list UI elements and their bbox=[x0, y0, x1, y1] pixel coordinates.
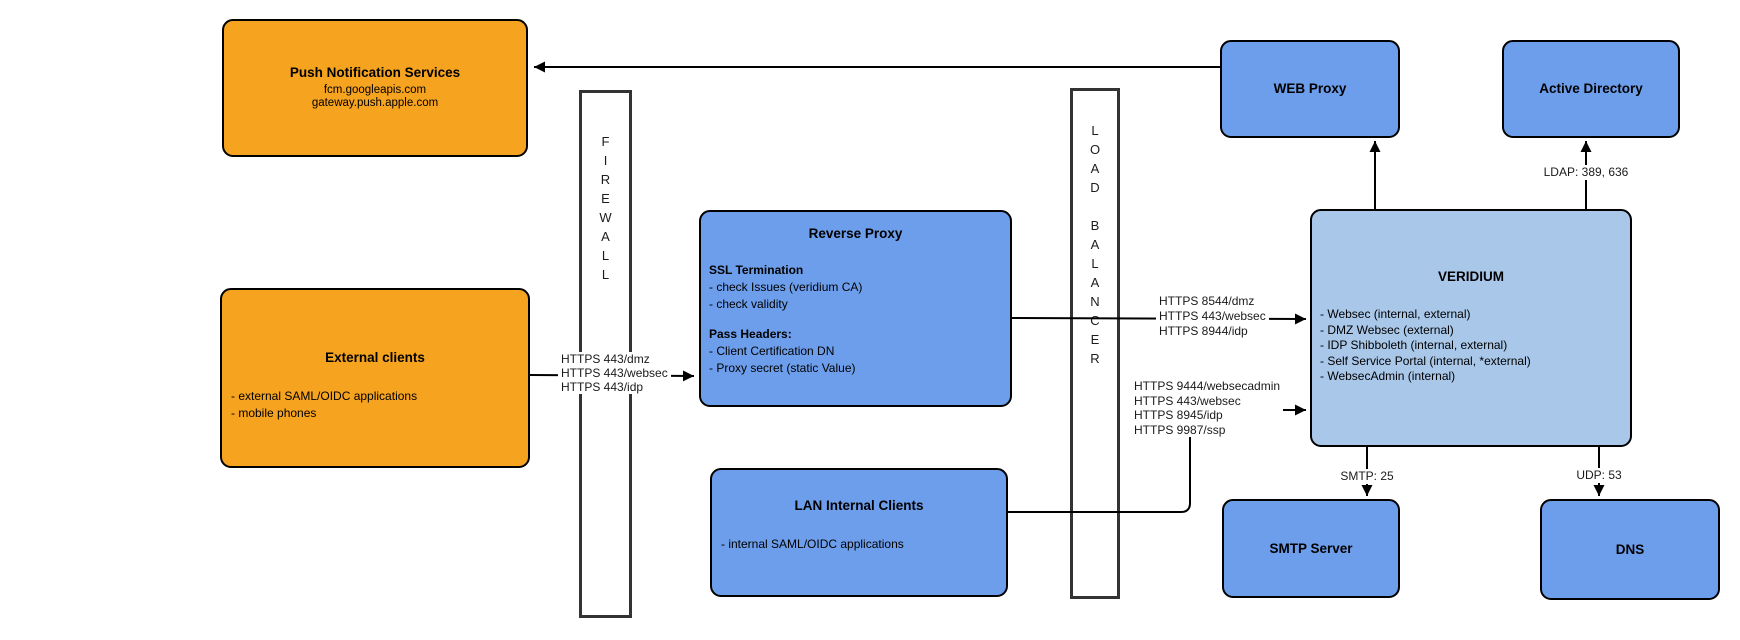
label-external-to-reverseproxy-ports: HTTPS 443/dmz HTTPS 443/websec HTTPS 443… bbox=[558, 352, 671, 394]
reverse-proxy-ssl-item: - check Issues (veridium CA) bbox=[709, 280, 863, 294]
veridium-title: VERIDIUM bbox=[1437, 269, 1504, 284]
port-label-line: HTTPS 443/idp bbox=[561, 380, 644, 394]
reverse-proxy-ssl-item: - check validity bbox=[709, 297, 788, 311]
veridium-service-item: - IDP Shibboleth (internal, external) bbox=[1320, 338, 1508, 352]
dns-title: DNS bbox=[1615, 541, 1645, 557]
port-label-line: HTTPS 443/websec bbox=[1134, 393, 1241, 408]
reverse-proxy-title: Reverse Proxy bbox=[808, 226, 903, 241]
push-node-title: Push Notification Services bbox=[289, 65, 461, 80]
label-lan-to-veridium-ports: HTTPS 9444/websecadmin HTTPS 443/websec … bbox=[1131, 379, 1284, 437]
veridium-services-list: - Websec (internal, external) - DMZ Webs… bbox=[1312, 307, 1630, 385]
label-reverseproxy-to-veridium-ports: HTTPS 8544/dmz HTTPS 443/websec HTTPS 89… bbox=[1156, 294, 1269, 339]
firewall-label: F I R E W A L L bbox=[599, 134, 612, 282]
push-host-apple: gateway.push.apple.com bbox=[311, 97, 439, 109]
load-balancer-label: L O A D B A L A N C E R bbox=[1089, 123, 1101, 366]
port-label-line: HTTPS 9987/ssp bbox=[1134, 422, 1226, 437]
reverse-proxy-headers-heading: Pass Headers: bbox=[709, 327, 792, 341]
port-label-line: HTTPS 8544/dmz bbox=[1159, 294, 1255, 308]
label-udp-port: UDP: 53 bbox=[1573, 468, 1625, 483]
node-web-proxy: WEB Proxy bbox=[1220, 40, 1400, 138]
reverse-proxy-headers-item: - Proxy secret (static Value) bbox=[709, 361, 856, 375]
node-lan-internal-clients: LAN Internal Clients - internal SAML/OID… bbox=[710, 468, 1008, 597]
port-label-line: HTTPS 9444/websecadmin bbox=[1134, 379, 1281, 393]
port-label-line: HTTPS 443/websec bbox=[561, 366, 668, 380]
veridium-service-item: - Websec (internal, external) bbox=[1320, 307, 1471, 321]
smtp-label-text: SMTP: 25 bbox=[1340, 469, 1394, 483]
port-label-line: HTTPS 8944/idp bbox=[1159, 324, 1248, 338]
veridium-service-item: - WebsecAdmin (internal) bbox=[1320, 369, 1456, 383]
veridium-service-item: - Self Service Portal (internal, *extern… bbox=[1320, 353, 1531, 368]
port-label-line: HTTPS 443/websec bbox=[1159, 309, 1266, 323]
lan-clients-item: - internal SAML/OIDC applications bbox=[721, 537, 904, 551]
node-reverse-proxy: Reverse Proxy SSL Termination - check Is… bbox=[699, 210, 1012, 407]
node-veridium: VERIDIUM - Websec (internal, external) -… bbox=[1310, 209, 1632, 447]
node-active-directory: Active Directory bbox=[1502, 40, 1680, 138]
push-node-hosts: fcm.googleapis.com gateway.push.apple.co… bbox=[224, 84, 526, 110]
push-host-fcm: fcm.googleapis.com bbox=[323, 84, 427, 96]
port-label-line: HTTPS 8945/idp bbox=[1134, 408, 1223, 422]
node-load-balancer: L O A D B A L A N C E R bbox=[1070, 88, 1120, 599]
label-smtp-port: SMTP: 25 bbox=[1337, 469, 1397, 484]
ldap-label-text: LDAP: 389, 636 bbox=[1543, 165, 1629, 179]
reverse-proxy-body: SSL Termination - check Issues (veridium… bbox=[701, 262, 1010, 377]
reverse-proxy-section-headers: Pass Headers: - Client Certification DN … bbox=[709, 326, 1002, 377]
node-dns: DNS bbox=[1540, 499, 1720, 600]
port-label-line: HTTPS 443/dmz bbox=[561, 352, 650, 366]
active-directory-title: Active Directory bbox=[1539, 81, 1643, 96]
web-proxy-title: WEB Proxy bbox=[1273, 81, 1347, 96]
label-ldap-ports: LDAP: 389, 636 bbox=[1540, 165, 1632, 180]
node-push-notification-services: Push Notification Services fcm.googleapi… bbox=[222, 19, 528, 157]
external-clients-title: External clients bbox=[325, 350, 425, 365]
reverse-proxy-ssl-heading: SSL Termination bbox=[709, 263, 804, 277]
node-external-clients: External clients - external SAML/OIDC ap… bbox=[220, 288, 530, 468]
external-clients-item: - mobile phones bbox=[231, 406, 317, 420]
udp-label-text: UDP: 53 bbox=[1576, 468, 1622, 482]
lan-clients-list: - internal SAML/OIDC applications bbox=[712, 536, 1006, 553]
external-clients-list: - external SAML/OIDC applications - mobi… bbox=[222, 388, 528, 422]
external-clients-item: - external SAML/OIDC applications bbox=[231, 389, 418, 403]
reverse-proxy-headers-item: - Client Certification DN bbox=[709, 344, 835, 358]
node-smtp-server: SMTP Server bbox=[1222, 499, 1400, 598]
lan-clients-title: LAN Internal Clients bbox=[794, 498, 924, 513]
smtp-server-title: SMTP Server bbox=[1269, 540, 1353, 556]
veridium-service-item: - DMZ Websec (external) bbox=[1320, 322, 1454, 337]
reverse-proxy-section-ssl: SSL Termination - check Issues (veridium… bbox=[709, 262, 1002, 313]
